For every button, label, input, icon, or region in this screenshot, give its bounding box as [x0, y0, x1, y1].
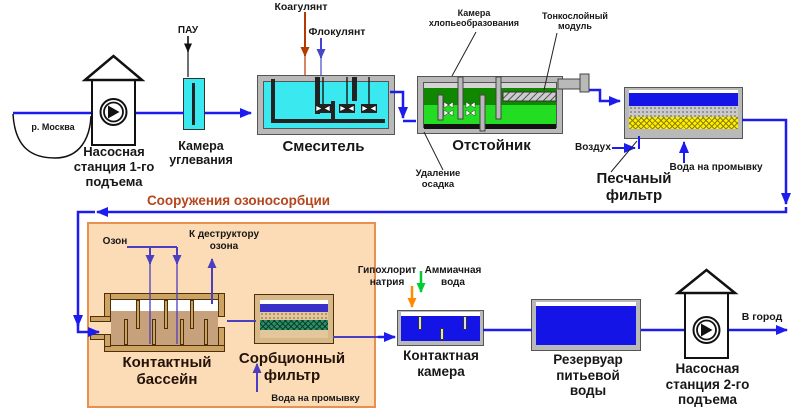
settler-water	[423, 82, 557, 129]
basin-left-wall-lower	[104, 334, 111, 347]
chamber-baffle	[418, 316, 422, 330]
chamber-baffle	[463, 316, 467, 330]
basin-baffle	[136, 300, 140, 329]
ozone-label: Озон	[102, 236, 128, 247]
sorption-carbon-layer	[260, 320, 328, 330]
basin-baffle	[190, 300, 194, 329]
basin-bottom-wall	[104, 345, 225, 352]
pump-station-2	[674, 268, 739, 359]
carbon-chamber-label: Камера углевания	[169, 139, 233, 168]
thin-layer-label: Тонкослойный модуль	[542, 11, 608, 32]
sorption-bottom-layer	[260, 330, 328, 338]
contact-chamber-label: Контактная камера	[403, 348, 479, 379]
basin-baffle	[204, 319, 208, 345]
settler-sludge-layer	[424, 124, 556, 129]
sand-filter-sand-layer	[629, 106, 738, 117]
settler-tank	[417, 76, 563, 134]
ozone-destructor-label: К деструктору озона	[188, 229, 260, 252]
ammonia-label: Аммиачная вода	[424, 265, 482, 288]
basin-right-wall-upper	[218, 293, 225, 317]
settler-light-green-layer	[424, 105, 556, 124]
sorption-filter-tank	[255, 295, 333, 343]
sorption-filter-label: Сорбционный фильтр	[238, 350, 346, 385]
carbon-chamber-tank	[183, 78, 205, 130]
basin-top-wall	[104, 293, 225, 300]
pump-station-2-label: Насосная станция 2-го подъема	[665, 361, 750, 408]
sand-filter-media	[629, 90, 738, 132]
contact-basin-label: Контактный бассейн	[122, 354, 212, 389]
chamber-air-gap	[401, 312, 480, 316]
sorption-sand-layer	[260, 312, 328, 320]
air-label: Воздух	[575, 142, 611, 153]
floc-chamber-label: Камера хлопьеобразования	[428, 8, 520, 29]
river-label: р. Москва	[31, 122, 75, 132]
sorption-air-gap	[260, 300, 328, 304]
reservoir-label: Резервуар питьевой воды	[553, 352, 623, 399]
sand-filter-label: Песчаный фильтр	[596, 170, 672, 205]
basin-baffle	[152, 319, 156, 345]
settler-dark-green-layer	[424, 88, 556, 105]
basin-baffle	[124, 319, 128, 345]
wash-water-label: Вода на промывку	[271, 393, 360, 404]
mixer-label: Смеситель	[282, 138, 365, 155]
hypochlorite-label: Гипохлорит натрия	[357, 265, 417, 288]
reservoir-air-gap	[536, 302, 636, 306]
wash-water-label: Вода на промывку	[669, 162, 763, 173]
sorption-water-layer	[260, 304, 328, 312]
ozone-section-title: Сооружения озоносорбции	[146, 193, 331, 208]
basin-baffle	[164, 300, 168, 329]
settler-label: Отстойник	[452, 137, 531, 154]
basin-baffle	[180, 319, 184, 345]
sand-filter-air-gap	[629, 90, 738, 93]
pump-icon	[99, 98, 128, 126]
mixer-tank	[257, 75, 395, 135]
mixer-water	[263, 81, 389, 129]
sand-filter-gravel-layer	[629, 117, 738, 129]
coagulant-label: Коагулянт	[274, 1, 328, 13]
settler-surface-layer	[424, 83, 556, 88]
flocculant-label: Флокулянт	[308, 26, 366, 38]
basin-inlet-step-top	[90, 316, 111, 322]
contact-chamber-tank	[398, 311, 483, 345]
pump-station-1-label: Насосная станция 1-го подъема	[73, 144, 155, 189]
sand-filter-tank	[625, 88, 742, 138]
to-city-label: В город	[741, 311, 783, 323]
pump-station-1	[81, 54, 146, 146]
sand-filter-bottom	[629, 129, 738, 132]
sand-filter-water-layer	[629, 93, 738, 106]
chamber-baffle	[440, 328, 444, 340]
pau-label: ПАУ	[177, 25, 199, 36]
sludge-removal-label: Удаление осадка	[415, 168, 461, 190]
pump-icon	[692, 316, 721, 344]
carbon-chamber-tube	[192, 83, 195, 125]
reservoir-tank	[532, 300, 640, 350]
